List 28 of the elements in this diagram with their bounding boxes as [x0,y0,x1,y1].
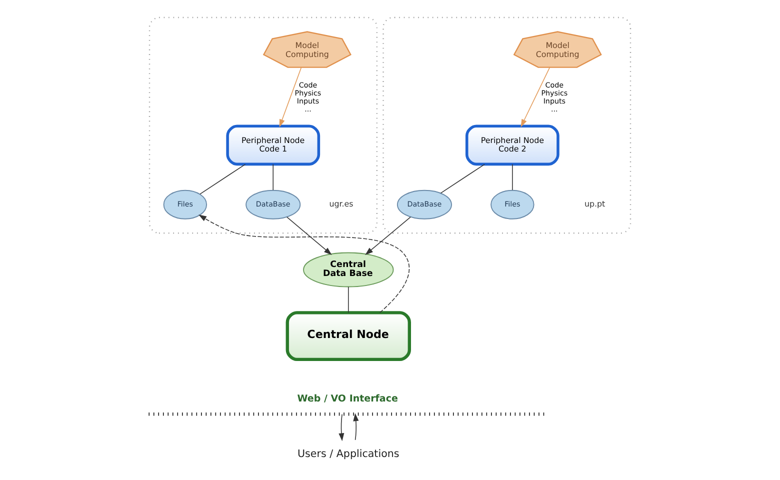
label: up.pt [584,200,606,209]
node-ellipse: Files [163,190,208,220]
connector [440,164,485,194]
arrow [198,214,410,313]
arrow [520,67,550,128]
arrow [365,216,411,255]
connector [200,164,246,194]
arrow [353,413,359,440]
edge-label: Code Physics Inputs ... [294,80,322,114]
cluster [148,16,378,234]
node-ellipse: DataBase [396,190,452,220]
edge-label: Code Physics Inputs ... [541,80,568,114]
node-box: Central Node [286,311,411,362]
node-ellipse: DataBase [246,190,301,220]
node-ellipse: Files [490,190,534,220]
cluster [382,16,632,234]
node-text: Web / VO Interface [297,394,398,405]
node-box: Peripheral Node Code 2 [465,124,560,166]
arrow [338,414,344,442]
node-box: Peripheral Node Code 1 [226,124,320,166]
connector [512,164,513,190]
label: ugr.es [329,200,354,209]
connector [272,164,274,190]
connector [348,286,349,313]
node-text: Users / Applications [298,448,400,460]
arrow [279,67,302,128]
arrow [286,216,332,256]
node-ellipse: Central Data Base [303,252,394,288]
